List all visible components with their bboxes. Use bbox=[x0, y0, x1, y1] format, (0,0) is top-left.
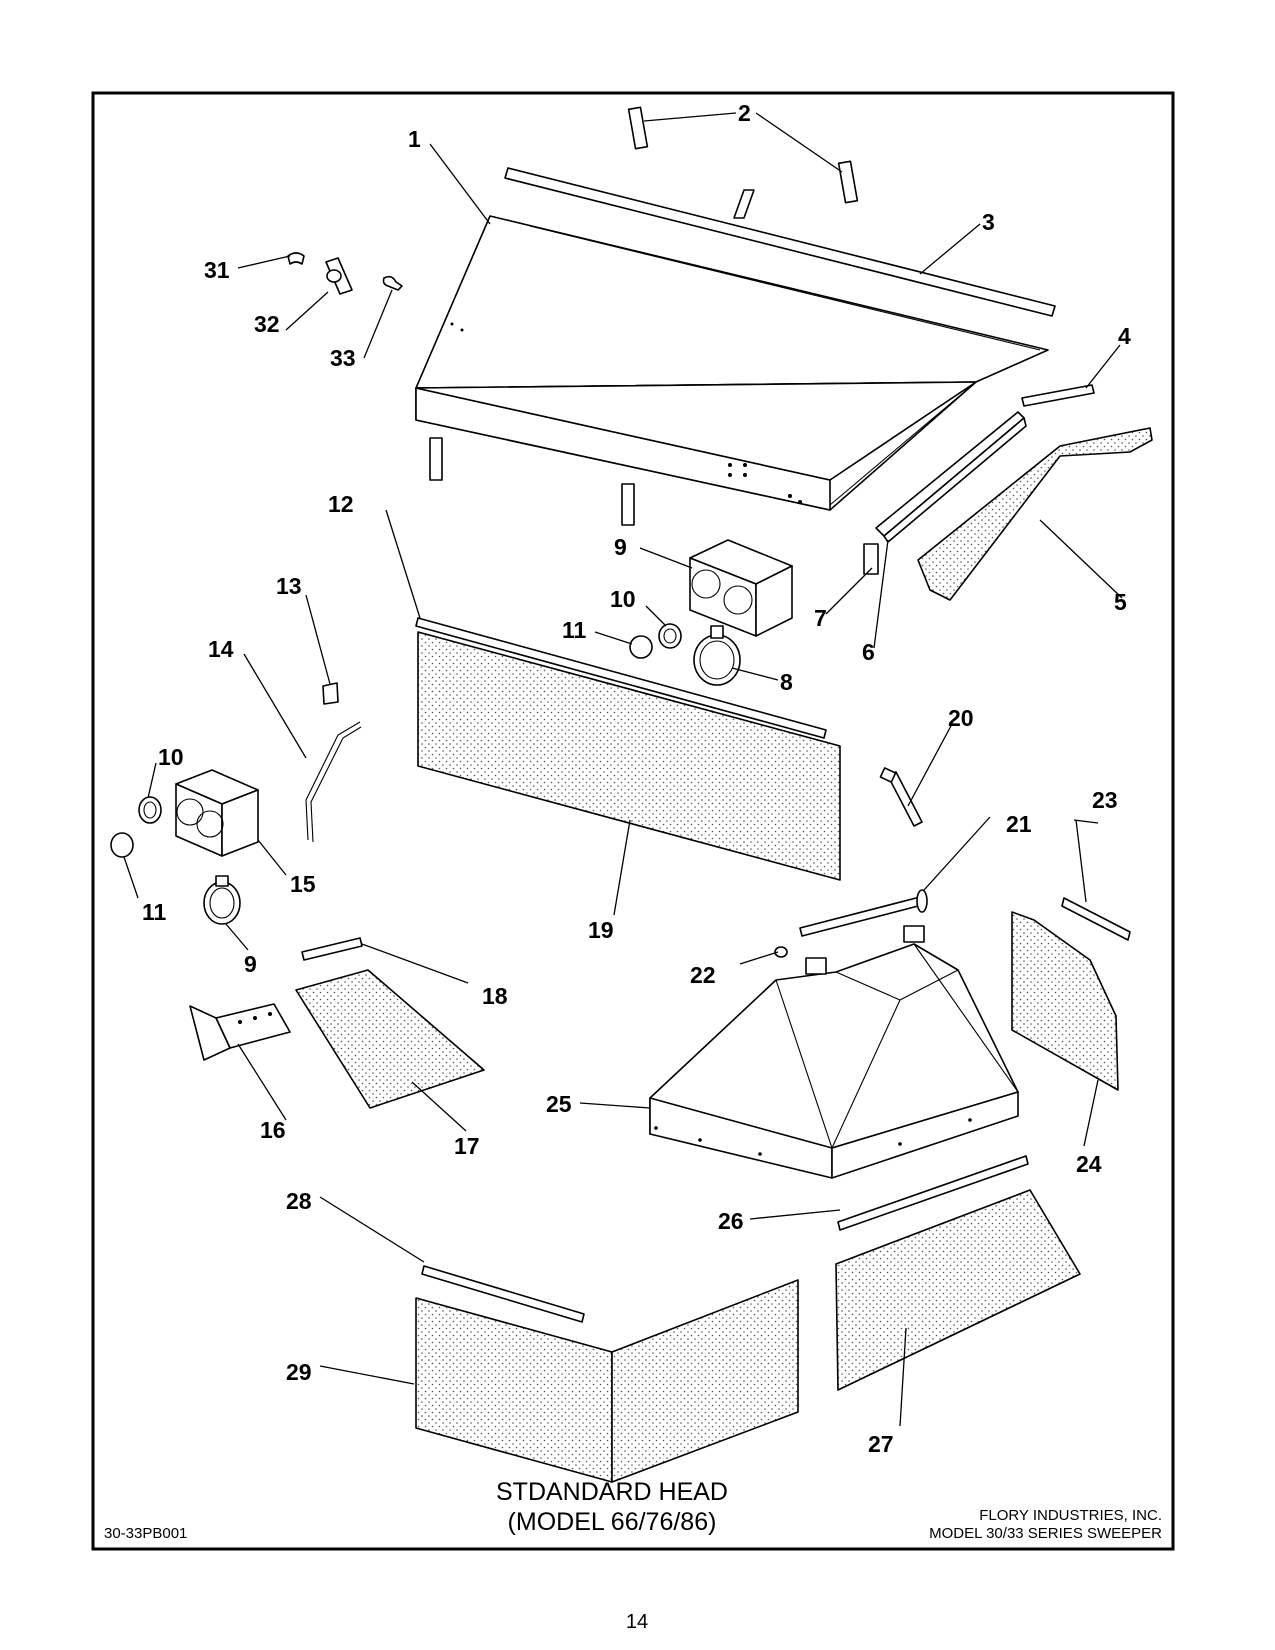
part-18-strip bbox=[301, 937, 363, 961]
part-29-folded-panel bbox=[415, 1279, 799, 1483]
callout-7: 7 bbox=[814, 605, 827, 631]
part-1-main-hood bbox=[415, 189, 1049, 526]
drawing-title-line2: (MODEL 66/76/86) bbox=[508, 1508, 717, 1536]
callout-12: 12 bbox=[328, 491, 354, 517]
part-15-left-housing bbox=[175, 769, 259, 857]
callout-11-upper: 11 bbox=[562, 617, 587, 643]
drawing-title-line1: STDANDARD HEAD bbox=[496, 1478, 728, 1506]
callout-17: 17 bbox=[454, 1133, 480, 1159]
part-3-rail bbox=[504, 167, 1056, 317]
callout-3: 3 bbox=[982, 209, 995, 235]
callout-8: 8 bbox=[780, 669, 793, 695]
callout-1: 1 bbox=[408, 126, 421, 152]
callout-5: 5 bbox=[1114, 589, 1127, 615]
part-14-strap bbox=[305, 721, 362, 843]
callout-4: 4 bbox=[1118, 323, 1131, 349]
part-28-strip bbox=[421, 1265, 585, 1323]
callout-11-lower: 11 bbox=[142, 899, 167, 925]
part-11-upper-plug bbox=[629, 635, 653, 659]
part-8-bearing bbox=[693, 625, 741, 686]
part-5-side-skirt bbox=[917, 427, 1153, 601]
callout-27: 27 bbox=[868, 1431, 894, 1457]
part-20-bolt bbox=[879, 767, 923, 827]
callout-14: 14 bbox=[208, 636, 234, 662]
callout-32: 32 bbox=[254, 311, 280, 337]
part-23-strip bbox=[1061, 897, 1131, 941]
callout-13: 13 bbox=[276, 573, 302, 599]
callout-24: 24 bbox=[1076, 1151, 1102, 1177]
part-17-panel bbox=[295, 969, 485, 1109]
part-6-angle bbox=[875, 411, 1027, 543]
part-26-strip bbox=[837, 1155, 1029, 1231]
page-number: 14 bbox=[626, 1611, 648, 1633]
series-name: MODEL 30/33 SERIES SWEEPER bbox=[929, 1525, 1162, 1542]
part-13-clip bbox=[322, 682, 339, 705]
callout-21: 21 bbox=[1006, 811, 1032, 837]
drawing-number: 30-33PB001 bbox=[104, 1525, 187, 1542]
callout-25: 25 bbox=[546, 1091, 572, 1117]
part-7-bracket bbox=[863, 543, 879, 575]
part-24-side-panel bbox=[1011, 911, 1119, 1091]
callout-15: 15 bbox=[290, 871, 316, 897]
leader-lines bbox=[123, 112, 1123, 1427]
callout-10-lower: 10 bbox=[158, 744, 184, 770]
callout-20: 20 bbox=[948, 705, 974, 731]
part-11-lower-plug bbox=[110, 832, 134, 858]
callout-26: 26 bbox=[718, 1208, 744, 1234]
part-22-washer bbox=[774, 946, 788, 958]
part-2-hinge-brackets bbox=[627, 106, 859, 204]
part-27-panel bbox=[835, 1189, 1081, 1391]
callout-28: 28 bbox=[286, 1188, 312, 1214]
callout-29: 29 bbox=[286, 1359, 312, 1385]
callout-22: 22 bbox=[690, 962, 716, 988]
callout-9-lower: 9 bbox=[244, 951, 257, 977]
parts-31-33-hardware bbox=[287, 252, 403, 295]
callout-6: 6 bbox=[862, 639, 875, 665]
company-name: FLORY INDUSTRIES, INC. bbox=[979, 1507, 1162, 1524]
part-19-panel bbox=[417, 631, 841, 881]
callout-10-upper: 10 bbox=[610, 586, 636, 612]
part-21-shaft bbox=[799, 889, 928, 937]
part-9-lower-bearing bbox=[203, 875, 241, 925]
callout-18: 18 bbox=[482, 983, 508, 1009]
callout-23: 23 bbox=[1092, 787, 1118, 813]
callout-31: 31 bbox=[204, 257, 230, 283]
part-12-strip bbox=[415, 617, 827, 739]
drawing-border bbox=[91, 91, 1175, 1551]
part-10-lower-seal bbox=[138, 796, 162, 824]
callout-19: 19 bbox=[588, 917, 614, 943]
callout-33: 33 bbox=[330, 345, 356, 371]
callout-labels: 1 2 3 4 5 6 7 8 9 10 11 12 13 14 10 11 1… bbox=[142, 100, 1131, 1457]
callout-16: 16 bbox=[260, 1117, 286, 1143]
part-16-angle-bracket bbox=[189, 1003, 291, 1061]
part-10-upper-seal bbox=[658, 623, 682, 649]
part-4-strip bbox=[1021, 384, 1095, 407]
part-9-upper-housing bbox=[689, 539, 793, 637]
callout-2: 2 bbox=[738, 100, 751, 126]
part-25-lower-hood bbox=[649, 925, 1019, 1179]
callout-9-upper: 9 bbox=[614, 534, 627, 560]
